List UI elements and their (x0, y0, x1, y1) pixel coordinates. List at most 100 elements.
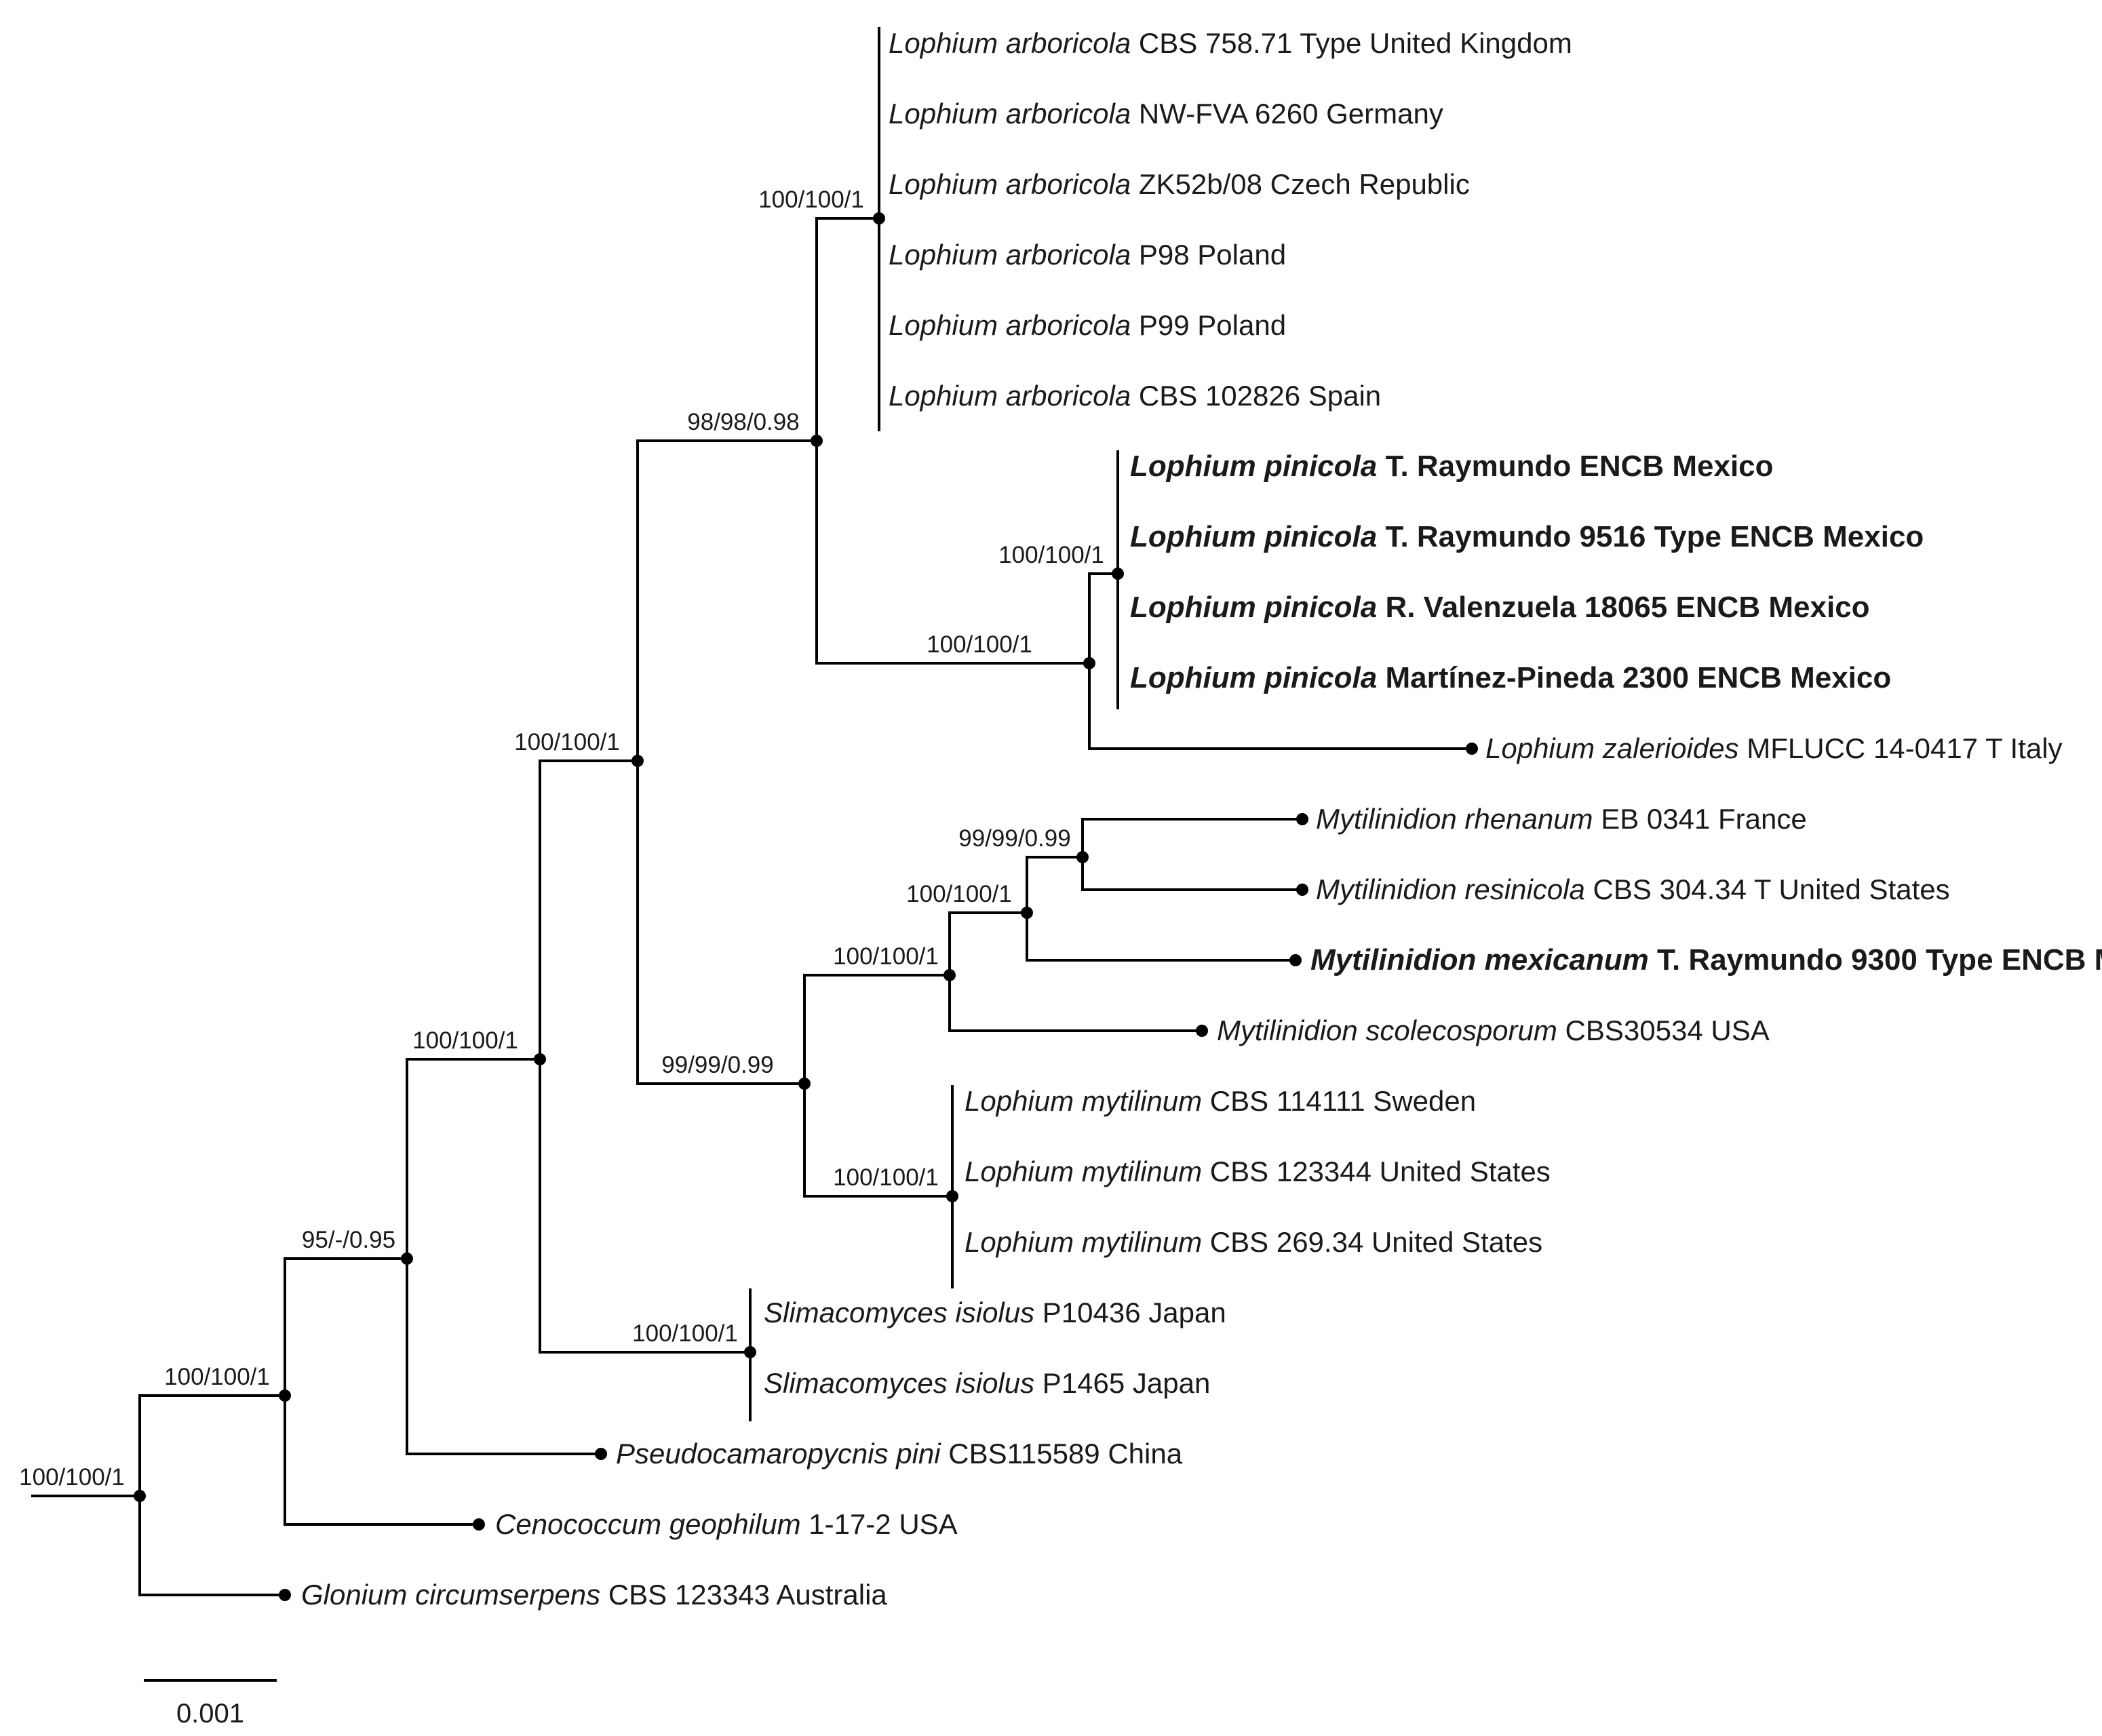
leaf-label: Lophium pinicola T. Raymundo ENCB Mexico (1130, 450, 1774, 483)
leaf-details: CBS 102826 Spain (1131, 380, 1381, 412)
leaf-species-name: resinicola (1457, 873, 1585, 905)
leaf-taxon-name: Mytilinidion (1217, 1014, 1358, 1046)
leaf-details: CBS 758.71 Type United Kingdom (1131, 27, 1572, 59)
tip-dot-14 (1196, 1025, 1208, 1037)
leaf-species-name: pini (889, 1438, 942, 1469)
leaf-taxon-name: Cenococcum (495, 1508, 661, 1540)
branch-ceno (138, 1394, 285, 1496)
leaf-label: Slimacomyces isiolus P10436 Japan (764, 1297, 1226, 1328)
tip-dot-10 (1466, 743, 1478, 755)
branch-mytilinidion-all (636, 761, 804, 1085)
leaf-details: Martínez-Pineda 2300 ENCB Mexico (1377, 661, 1891, 694)
leaf-species-name: arboricola (998, 239, 1131, 271)
leaf-taxon-name: Pseudocamaropycnis (616, 1438, 889, 1469)
support-c_slima: 100/100/1 (632, 1320, 738, 1347)
branch-resinicola (1081, 857, 1302, 891)
branch-slimacomyces (539, 1059, 750, 1354)
branch-with-mexicanum (948, 911, 1027, 975)
leaf-details: NW-FVA 6260 Germany (1131, 98, 1443, 130)
leaf-details: 1-17-2 USA (801, 1508, 958, 1540)
leaf-details: ZK52b/08 Czech Republic (1131, 168, 1470, 200)
leaf-species-name: isiolus (948, 1367, 1034, 1399)
leaf-taxon-name: Lophium (889, 239, 998, 271)
leaf-details: R. Valenzuela 18065 ENCB Mexico (1377, 591, 1869, 624)
leaf-species-name: pinicola (1256, 591, 1377, 624)
scale-bar: 0.001 (144, 1679, 277, 1729)
leaf-taxon-name: Lophium (965, 1085, 1074, 1117)
node-dot-c_arbor (873, 212, 885, 224)
leaf-label: Lophium arboricola P99 Poland (889, 309, 1286, 341)
branch-cenococcum (284, 1396, 479, 1526)
leaf-species-name: pinicola (1256, 450, 1377, 483)
leaf-taxon-name: Lophium (889, 98, 998, 130)
leaf-species-name: mytilinum (1074, 1085, 1202, 1117)
leaf-taxon-name: Slimacomyces (764, 1297, 948, 1328)
leaf-taxon-name: Lophium (965, 1226, 1074, 1258)
leaf-taxon-name: Mytilinidion (1316, 803, 1457, 835)
leaf-species-name: mytilinum (1074, 1156, 1202, 1187)
leaf-label: Lophium pinicola T. Raymundo 9516 Type E… (1130, 520, 1924, 553)
leaf-details: CBS30534 USA (1557, 1014, 1770, 1046)
leaf-taxon-name: Lophium (889, 309, 998, 341)
leaf-label: Slimacomyces isiolus P1465 Japan (764, 1367, 1210, 1399)
branch-pinicola (1088, 572, 1118, 663)
leaf-species-name: circumserpens (407, 1579, 600, 1611)
node-dot-c_rhen_res (1076, 851, 1089, 863)
leaf-taxon-name: Lophium (1130, 450, 1256, 483)
leaf-taxon-name: Lophium (965, 1156, 1074, 1187)
leaf-details: P10436 Japan (1034, 1297, 1226, 1328)
leaf-details: CBS 269.34 United States (1202, 1226, 1542, 1258)
leaf-label: Mytilinidion rhenanum EB 0341 France (1316, 803, 1807, 835)
leaf-species-name: arboricola (998, 380, 1131, 412)
node-dot-c_pinicola_zal (1083, 657, 1095, 669)
leaf-taxon-name: Mytilinidion (1316, 873, 1457, 905)
leaf-label: Mytilinidion mexicanum T. Raymundo 9300 … (1310, 943, 2102, 976)
leaf-details: T. Raymundo 9516 Type ENCB Mexico (1377, 520, 1924, 553)
leaf-taxon-name: Lophium (1130, 520, 1256, 553)
support-c_pseudo: 95/-/0.95 (302, 1227, 395, 1253)
leaf-taxon-name: Lophium (1130, 591, 1256, 624)
branch-lophium-all (539, 760, 638, 1059)
scale-bar-label: 0.001 (176, 1699, 244, 1729)
leaf-label: Lophium arboricola CBS 102826 Spain (889, 380, 1381, 412)
support-c_ceno: 100/100/1 (164, 1364, 270, 1390)
support-c_pinicola_zal: 100/100/1 (927, 631, 1032, 658)
leaf-taxon-name: Glonium (301, 1579, 407, 1611)
leaf-details: MFLUCC 14-0417 T Italy (1739, 732, 2063, 764)
node-dot-c_pseudo (401, 1252, 413, 1265)
support-root: 100/100/1 (19, 1464, 125, 1491)
node-dot-c_pinicola_core (1112, 568, 1124, 580)
leaf-species-name: pinicola (1256, 520, 1377, 553)
leaf-details: P98 Poland (1131, 239, 1286, 271)
leaf-label: Lophium arboricola NW-FVA 6260 Germany (889, 98, 1443, 130)
node-dot-c_mytil (943, 969, 956, 981)
leaf-taxon-name: Lophium (889, 380, 998, 412)
leaf-details: CBS 123344 United States (1202, 1156, 1551, 1187)
leaf-species-name: arboricola (998, 309, 1131, 341)
branch-rhen-res (1026, 856, 1083, 913)
leaf-label: Lophium arboricola P98 Poland (889, 239, 1286, 271)
leaf-species-name: zalerioides (1595, 732, 1738, 764)
leaf-details: P1465 Japan (1034, 1367, 1210, 1399)
branch-scolecosporum (948, 975, 1202, 1032)
leaf-taxon-name: Lophium (889, 27, 998, 59)
leaf-taxon-name: Lophium (1485, 732, 1595, 764)
leaf-species-name: geophilum (661, 1508, 800, 1540)
leaf-taxon-name: Slimacomyces (764, 1367, 948, 1399)
tip-dot-12 (1296, 884, 1308, 896)
leaf-species-name: mexicanum (1476, 943, 1648, 976)
leaf-details: CBS 304.34 T United States (1585, 873, 1950, 905)
branch-mytilinidion (803, 974, 950, 1084)
branch-pinicola-zal (815, 441, 1089, 665)
branch-pseudo-clade (284, 1257, 407, 1396)
leaf-species-name: isiolus (948, 1297, 1034, 1328)
tip-dot-20 (595, 1448, 607, 1460)
leaf-details: T. Raymundo 9300 Type ENCB Mexico (1649, 943, 2102, 976)
support-c_lophium_a: 98/98/0.98 (687, 409, 799, 435)
branch-mexicanum (1026, 913, 1296, 962)
support-c_ingroup: 100/100/1 (412, 1027, 518, 1054)
leaf-species-name: scolecosporum (1358, 1014, 1557, 1046)
leaf-label: Glonium circumserpens CBS 123343 Austral… (301, 1579, 887, 1611)
leaf-taxon-name: Mytilinidion (1310, 943, 1476, 976)
